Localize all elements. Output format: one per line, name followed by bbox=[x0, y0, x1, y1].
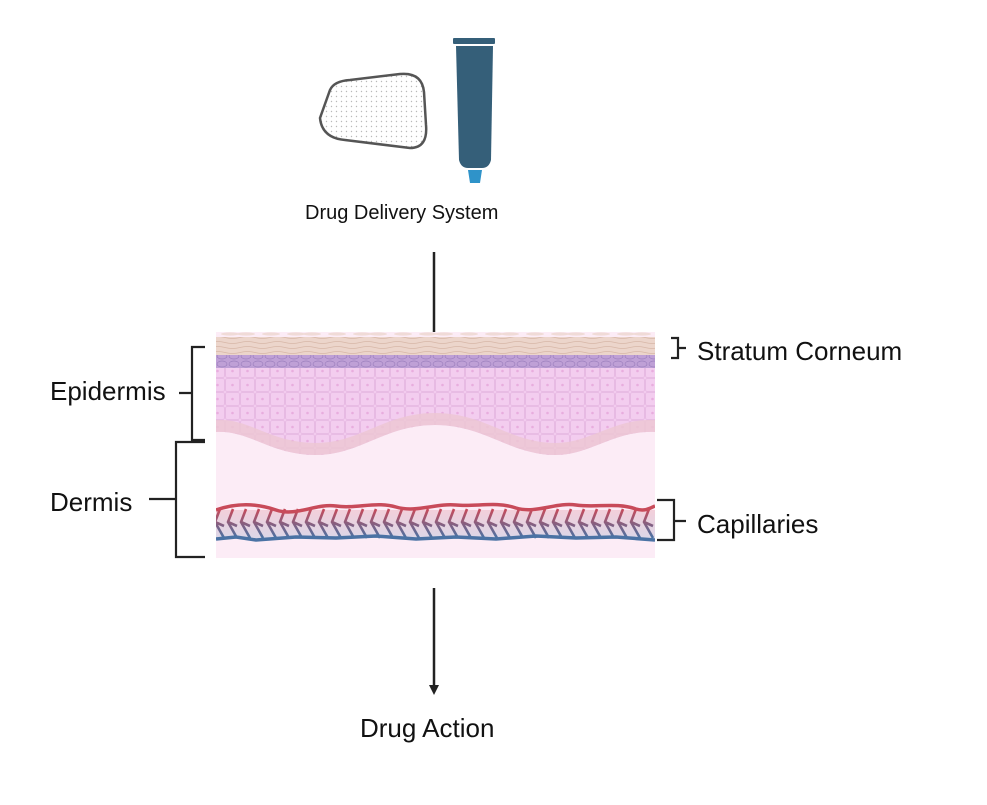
dermis-bracket bbox=[149, 440, 205, 559]
epidermis-bracket bbox=[179, 345, 205, 442]
patch-icon bbox=[318, 72, 428, 150]
capillaries-bracket bbox=[657, 498, 686, 542]
drug-action-label: Drug Action bbox=[360, 713, 495, 743]
vein-line bbox=[216, 534, 655, 542]
drug-delivery-system-label: Drug Delivery System bbox=[305, 202, 499, 224]
dermis-label: Dermis bbox=[50, 487, 133, 517]
capillary-network bbox=[216, 502, 655, 542]
basal-layer bbox=[216, 413, 655, 455]
skin-cross-section bbox=[216, 332, 655, 558]
artery-line bbox=[216, 502, 655, 514]
stratum-corneum-bracket bbox=[671, 336, 686, 360]
ointment-tube-icon bbox=[453, 38, 495, 183]
capillaries-label: Capillaries bbox=[697, 509, 819, 539]
epidermis-label: Epidermis bbox=[50, 376, 166, 406]
stratum-corneum-label: Stratum Corneum bbox=[697, 336, 903, 366]
